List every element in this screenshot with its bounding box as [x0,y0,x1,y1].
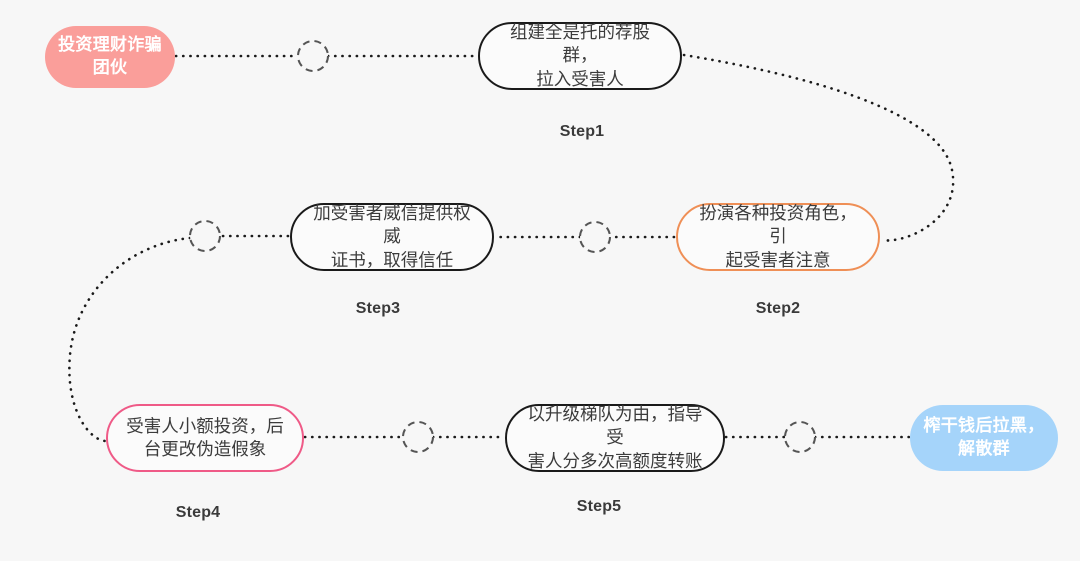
connector-dot-start-step1 [297,40,329,72]
node-step2[interactable]: 扮演各种投资角色，引 起受害者注意 [676,203,880,271]
step-label-step4: Step4 [175,504,221,521]
step-label-step1: Step1 [559,123,605,140]
connector-dot-step3-step2 [579,221,611,253]
step-label-step2: Step2 [755,300,801,317]
node-step3[interactable]: 加受害者威信提供权威 证书，取得信任 [290,203,494,271]
node-start[interactable]: 投资理财诈骗 团伙 [45,26,175,88]
node-step5[interactable]: 以升级梯队为由，指导受 害人分多次高额度转账 [505,404,725,472]
node-step1[interactable]: 组建全是托的荐股群， 拉入受害人 [478,22,682,90]
node-step4[interactable]: 受害人小额投资，后 台更改伪造假象 [106,404,304,472]
node-end[interactable]: 榨干钱后拉黑， 解散群 [910,405,1058,471]
connector-dot-curve-left [189,220,221,252]
step-label-step3: Step3 [355,300,401,317]
step-label-step5: Step5 [576,498,622,515]
connector-dot-step4-step5 [402,421,434,453]
connector-dot-step5-end [784,421,816,453]
